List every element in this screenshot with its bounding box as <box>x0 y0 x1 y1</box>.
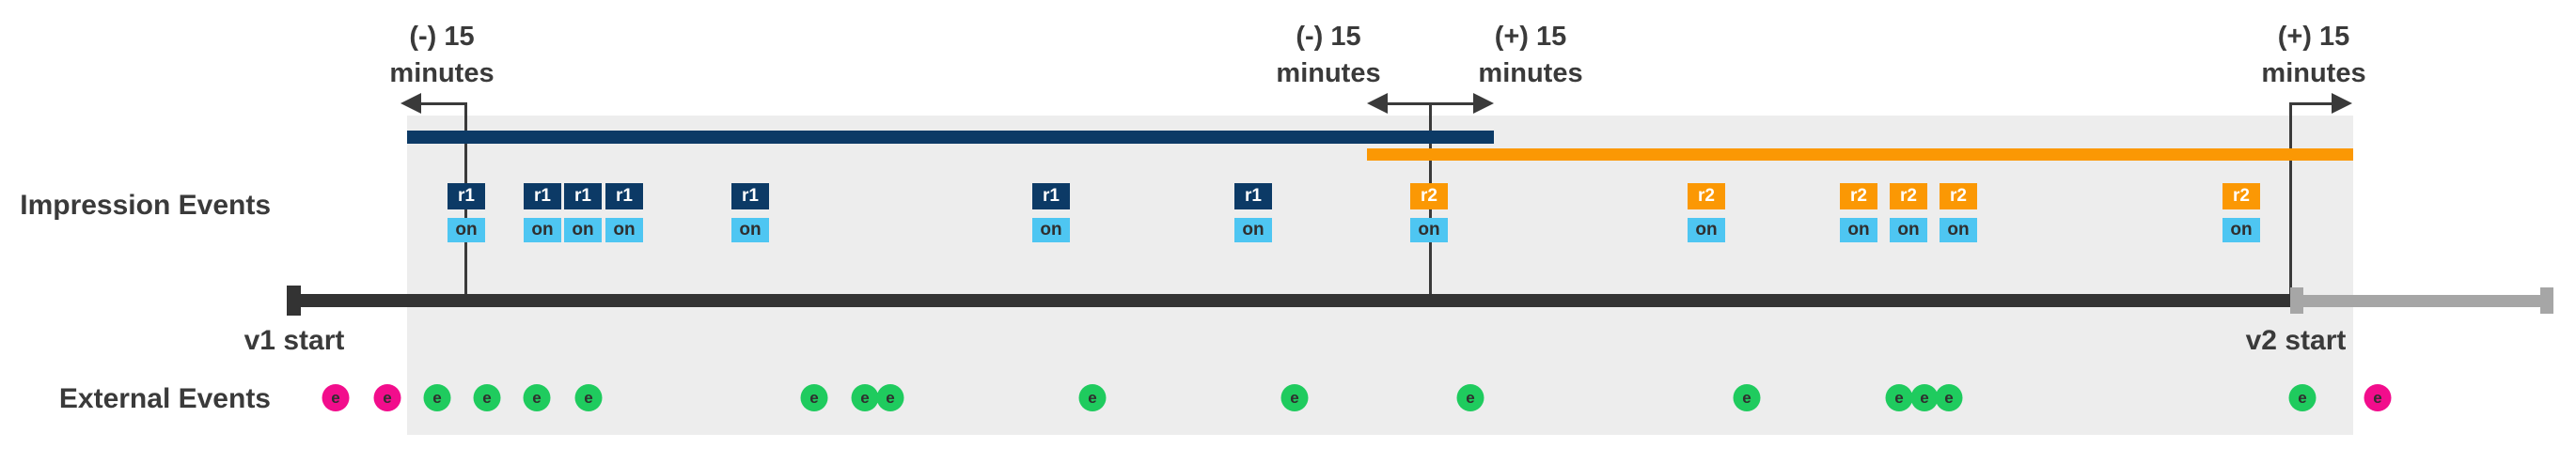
left-arrow-line <box>417 102 466 105</box>
r1-badge: r1 <box>448 183 485 209</box>
on-badge: on <box>1688 218 1725 242</box>
on-badge: on <box>2223 218 2260 242</box>
mid-arrow-line <box>1382 102 1479 105</box>
external-event-green: e <box>1733 384 1761 411</box>
on-badge: on <box>1840 218 1877 242</box>
external-event-green: e <box>523 384 551 411</box>
impression-event-r2: r2 on <box>1890 183 1927 242</box>
impression-event-r1: r1 on <box>731 183 769 242</box>
on-badge: on <box>1032 218 1070 242</box>
mid-right-arrowhead-icon <box>1473 93 1494 114</box>
r1-badge: r1 <box>564 183 602 209</box>
external-event-green: e <box>423 384 451 411</box>
left-arrowhead-icon <box>401 93 421 114</box>
r1-badge: r1 <box>731 183 769 209</box>
v2-start-cap <box>2290 287 2303 314</box>
on-badge: on <box>731 218 769 242</box>
r2-badge: r2 <box>1940 183 1977 209</box>
impression-event-r2: r2 on <box>2223 183 2260 242</box>
impression-event-r1: r1 on <box>524 183 561 242</box>
offset-label-line2: minutes <box>1276 58 1381 88</box>
right-arrow-line <box>2291 102 2333 105</box>
r1-badge: r1 <box>1032 183 1070 209</box>
v1-timeline-bar <box>289 294 2291 307</box>
offset-label-line1: (+) 15 <box>2277 22 2350 52</box>
on-badge: on <box>1410 218 1448 242</box>
external-event-pink: e <box>2364 384 2392 411</box>
impression-events-label: Impression Events <box>20 190 271 221</box>
offset-label-line1: (+) 15 <box>1494 22 1567 52</box>
r2-window-bar <box>1367 148 2353 161</box>
right-arrowhead-icon <box>2332 93 2352 114</box>
external-event-green: e <box>1885 384 1913 411</box>
v2-timeline-bar <box>2291 295 2545 307</box>
impression-event-r1: r1 on <box>564 183 602 242</box>
on-badge: on <box>524 218 561 242</box>
offset-label-left-minus-15: (-) 15 minutes <box>301 19 583 92</box>
impression-event-r1: r1 on <box>1234 183 1272 242</box>
offset-label-line2: minutes <box>1478 58 1583 88</box>
offset-label-mid-minus-15: (-) 15 minutes <box>1187 19 1469 92</box>
mid-left-arrowhead-icon <box>1367 93 1388 114</box>
r1-window-bar <box>407 131 1494 144</box>
r2-badge: r2 <box>1890 183 1927 209</box>
offset-label-mid-plus-15: (+) 15 minutes <box>1390 19 1672 92</box>
on-badge: on <box>1890 218 1927 242</box>
impression-event-r1: r1 on <box>605 183 643 242</box>
impression-event-r2: r2 on <box>1840 183 1877 242</box>
external-event-green: e <box>876 384 904 411</box>
impression-event-r1: r1 on <box>448 183 485 242</box>
analysis-window-panel <box>407 116 2353 435</box>
impression-event-r2: r2 on <box>1410 183 1448 242</box>
offset-label-line2: minutes <box>2261 58 2366 88</box>
on-badge: on <box>605 218 643 242</box>
external-events-label: External Events <box>58 383 271 414</box>
external-event-green: e <box>574 384 603 411</box>
on-badge: on <box>564 218 602 242</box>
external-event-green: e <box>1456 384 1484 411</box>
offset-label-line2: minutes <box>389 58 495 88</box>
r1-badge: r1 <box>1234 183 1272 209</box>
r2-badge: r2 <box>1840 183 1877 209</box>
offset-label-right-plus-15: (+) 15 minutes <box>2173 19 2455 92</box>
v2-start-vline <box>2289 102 2292 295</box>
r2-badge: r2 <box>1410 183 1448 209</box>
on-badge: on <box>448 218 485 242</box>
offset-label-line1: (-) 15 <box>409 22 475 52</box>
external-event-pink: e <box>322 384 350 411</box>
offset-label-line1: (-) 15 <box>1296 22 1361 52</box>
impression-event-r1: r1 on <box>1032 183 1070 242</box>
r1-badge: r1 <box>605 183 643 209</box>
on-badge: on <box>1234 218 1272 242</box>
external-event-green: e <box>1910 384 1939 411</box>
impression-event-r2: r2 on <box>1688 183 1725 242</box>
on-badge: on <box>1940 218 1977 242</box>
external-event-green: e <box>1935 384 1963 411</box>
r2-badge: r2 <box>1688 183 1725 209</box>
external-event-green: e <box>2288 384 2317 411</box>
external-event-pink: e <box>373 384 401 411</box>
v2-start-label: v2 start <box>2245 325 2347 356</box>
external-event-green: e <box>851 384 879 411</box>
external-event-green: e <box>800 384 828 411</box>
external-event-green: e <box>473 384 501 411</box>
v1-start-label: v1 start <box>243 325 345 356</box>
r1-badge: r1 <box>524 183 561 209</box>
external-event-green: e <box>1280 384 1309 411</box>
external-event-green: e <box>1078 384 1107 411</box>
impression-event-r2: r2 on <box>1940 183 1977 242</box>
v2-end-cap <box>2540 287 2553 314</box>
r2-badge: r2 <box>2223 183 2260 209</box>
